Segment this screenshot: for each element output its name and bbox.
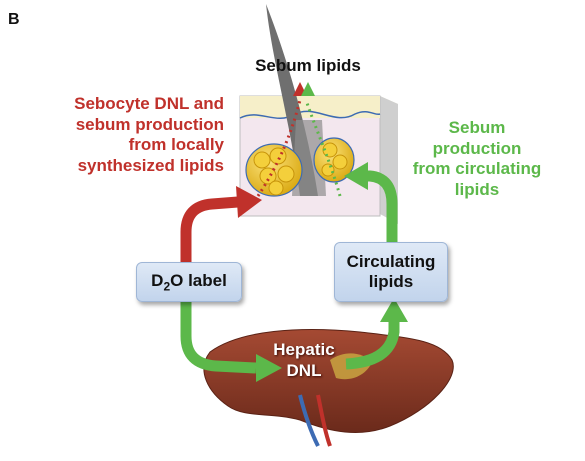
local-synthesis-line: synthesized lipids xyxy=(77,156,224,176)
d2o-label-box: D2O label xyxy=(136,262,242,302)
hepatic-dnl-label: Hepatic DNL xyxy=(262,340,346,381)
circulating-production-line: production xyxy=(432,138,522,158)
red-arrow-shaft xyxy=(180,196,239,262)
circulating-lipids-box: Circulating lipids xyxy=(334,242,448,302)
d2o-prefix: D xyxy=(151,270,164,290)
green-arrowhead-hepatic xyxy=(256,354,282,382)
green-dotted-arrowhead xyxy=(301,82,315,96)
local-synthesis-label: Sebocyte DNL and sebum production from l… xyxy=(28,94,224,177)
local-synthesis-line: from locally xyxy=(128,135,224,155)
circulating-production-label: Sebum production from circulating lipids xyxy=(398,118,556,201)
local-synthesis-line: sebum production xyxy=(75,114,224,134)
hepatic-artery xyxy=(316,394,332,447)
green-arrow-hepatic-circulating xyxy=(345,318,400,370)
red-arrow-head xyxy=(236,186,262,218)
d2o-suffix: O label xyxy=(170,270,227,290)
circulating-lipids-line: Circulating xyxy=(346,251,436,271)
green-arrow-d2o-hepatic xyxy=(180,300,257,374)
d2o-label-text: D2O label xyxy=(151,271,227,294)
circulating-production-line: lipids xyxy=(454,180,500,200)
circulating-lipids-line: lipids xyxy=(368,272,414,291)
portal-vein xyxy=(298,394,320,447)
green-arrowhead-circulating xyxy=(380,298,408,322)
epidermis-layer xyxy=(240,96,380,118)
dermis-boundary xyxy=(239,110,381,119)
green-dotted-path xyxy=(304,99,342,197)
red-dotted-path xyxy=(256,99,302,197)
circulating-production-line: from circulating xyxy=(412,159,542,179)
d2o-subscript: 2 xyxy=(163,279,171,293)
hepatic-dnl-line: Hepatic xyxy=(273,340,335,359)
panel-label: B xyxy=(8,11,20,28)
sebum-lipids-label: Sebum lipids xyxy=(255,56,361,75)
green-arrow-circulating-skin xyxy=(366,170,398,242)
circulating-production-line: Sebum xyxy=(448,118,506,137)
local-synthesis-line: Sebocyte DNL and xyxy=(74,94,224,113)
green-arrowhead-skin xyxy=(344,162,368,190)
hepatic-dnl-line: DNL xyxy=(286,360,322,380)
